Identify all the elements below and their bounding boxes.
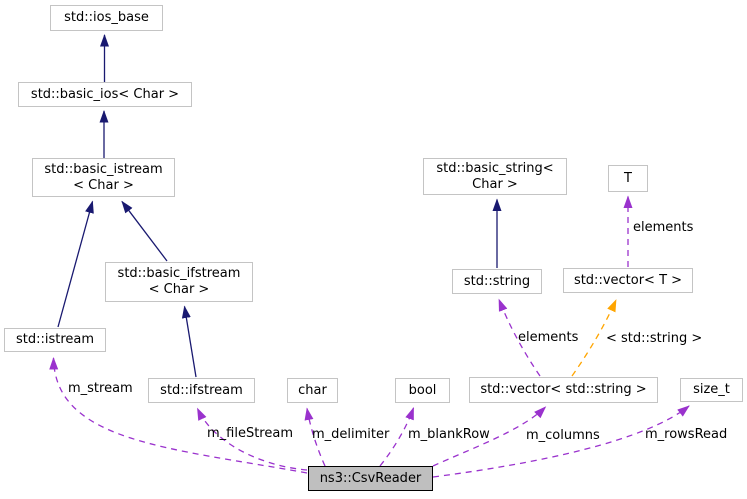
edge-vectorstring-vectort — [571, 299, 617, 377]
edge-csvreader-char — [304, 407, 326, 467]
edge-label-m-stream: m_stream — [68, 381, 133, 396]
edge-label-m-columns: m_columns — [526, 428, 600, 443]
edge-label-elements-t: elements — [633, 220, 694, 235]
node-std-basic-istream[interactable]: std::basic_istream < Char > — [32, 158, 175, 197]
edge-label-template-arg: < std::string > — [606, 331, 703, 346]
node-std-vector-string[interactable]: std::vector< std::string > — [469, 377, 658, 403]
edge-label-m-filestream: m_fileStream — [207, 426, 293, 441]
edge-csvreader-istream — [49, 357, 308, 474]
node-std-ios-base[interactable]: std::ios_base — [50, 5, 163, 31]
node-size-t[interactable]: size_t — [680, 378, 743, 402]
node-char[interactable]: char — [287, 378, 338, 403]
node-std-ifstream[interactable]: std::ifstream — [148, 378, 255, 403]
edge-vectorstring-string — [498, 298, 541, 377]
edge-istream-basicistream — [57, 200, 94, 328]
edge-csvreader-vectorstring — [432, 406, 547, 467]
node-t[interactable]: T — [608, 165, 648, 192]
edge-ifstream-basicifstream — [181, 305, 197, 378]
edge-label-m-delimiter: m_delimiter — [312, 427, 390, 442]
edge-label-m-blankrow: m_blankRow — [408, 427, 490, 442]
edge-label-m-rowsread: m_rowsRead — [645, 427, 728, 442]
node-ns3-csvreader[interactable]: ns3::CsvReader — [308, 466, 433, 491]
edge-csvreader-ifstream — [196, 407, 308, 471]
node-std-string[interactable]: std::string — [452, 269, 542, 294]
node-std-istream[interactable]: std::istream — [4, 328, 106, 352]
edge-csvreader-sizet — [432, 405, 690, 478]
node-std-vector-t[interactable]: std::vector< T > — [563, 268, 693, 293]
edge-label-elements-string: elements — [518, 330, 579, 345]
node-bool[interactable]: bool — [395, 378, 450, 403]
node-std-basic-ios[interactable]: std::basic_ios< Char > — [18, 82, 192, 107]
node-std-basic-string[interactable]: std::basic_string< Char > — [423, 158, 567, 195]
node-std-basic-ifstream[interactable]: std::basic_ifstream < Char > — [105, 262, 253, 302]
edge-basicifstream-basicistream — [121, 200, 168, 262]
edge-csvreader-bool — [379, 407, 415, 467]
